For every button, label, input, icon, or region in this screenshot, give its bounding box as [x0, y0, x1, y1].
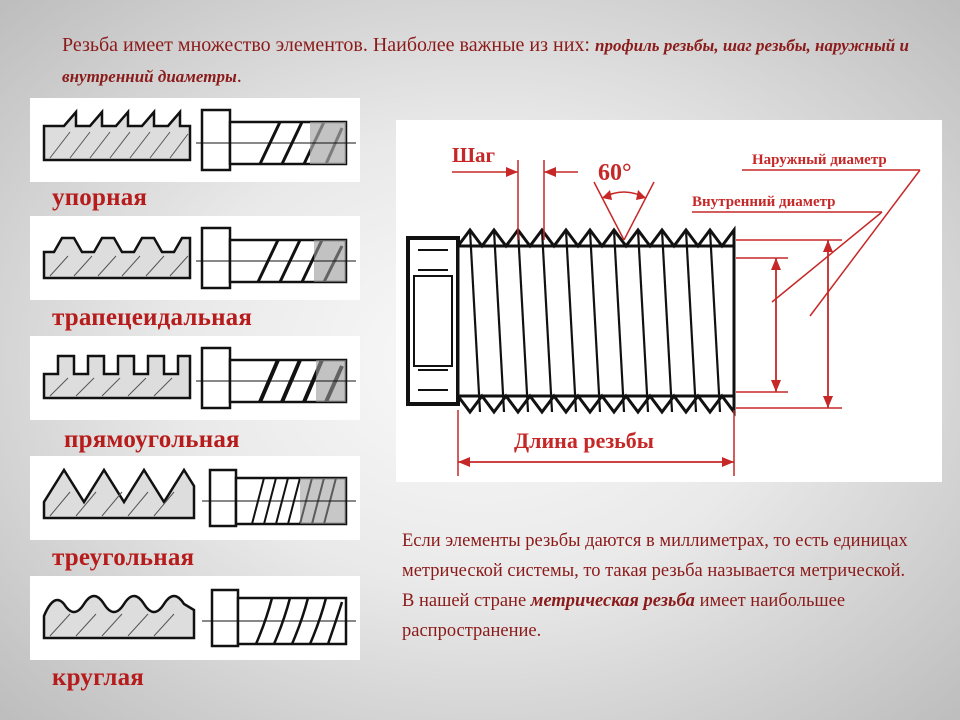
trapezoidal-thread-icon: [42, 226, 356, 290]
body-text-2: имеет наибольшее распространение.: [402, 591, 846, 641]
body-emphasis: метрическая резьба: [530, 591, 695, 611]
triangular-thread-icon: [42, 467, 356, 528]
pitch-label: Шаг: [452, 143, 495, 167]
thread-panel-triangular: [30, 456, 360, 540]
thread-length-label: Длина резьбы: [514, 428, 654, 453]
bolt-diagram: Шаг 60° Наружный диаметр Внутренний диам…: [396, 120, 942, 482]
header-text: Резьба имеет множество элементов. Наибол…: [62, 30, 922, 92]
thread-panel-buttress: [30, 98, 360, 182]
thread-label-trapezoidal: трапецеидальная: [52, 304, 253, 331]
body-paragraph: Если элементы резьбы даются в миллиметра…: [402, 526, 922, 646]
header-lead: Резьба имеет множество элементов. Наибол…: [62, 34, 590, 56]
header-tail: .: [236, 65, 242, 87]
inner-diameter-label: Внутренний диаметр: [692, 194, 836, 210]
thread-panel-square: [30, 336, 360, 420]
header-emphasis: профиль резьбы, шаг резьбы, наружный и в…: [62, 36, 909, 86]
angle-label: 60°: [598, 160, 632, 186]
square-thread-icon: [42, 346, 356, 410]
outer-diameter-label: Наружный диаметр: [752, 152, 887, 168]
thread-label-round: круглая: [52, 664, 145, 691]
thread-panel-round: [30, 576, 360, 660]
round-thread-icon: [42, 588, 356, 648]
thread-label-triangular: треугольная: [52, 544, 195, 571]
thread-label-square: прямоугольная: [64, 426, 240, 453]
body-text-1: Если элементы резьбы даются в миллиметра…: [402, 531, 908, 611]
thread-label-buttress: упорная: [52, 184, 148, 211]
buttress-thread-icon: [42, 108, 356, 172]
thread-panel-trapezoidal: [30, 216, 360, 300]
bolt-diagram-svg: Шаг 60° Наружный диаметр Внутренний диам…: [406, 143, 921, 476]
